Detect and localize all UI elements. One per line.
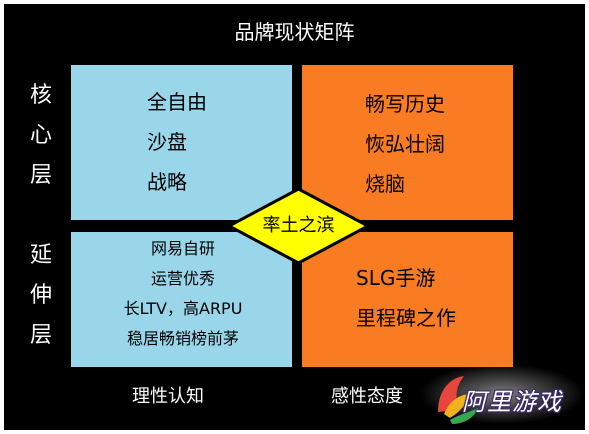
core-layer-label: 核 心 层 xyxy=(21,76,61,196)
top-left-line-3: 战略 xyxy=(147,170,187,194)
bottom-label-rational: 理性认知 xyxy=(132,386,204,407)
bottom-right-texts: SLG手游 里程碑之作 xyxy=(356,258,456,338)
bottom-left-line-1: 网易自研 xyxy=(150,239,215,258)
matrix-frame: 品牌现状矩阵 核 心 层 延 伸 层 全自由 沙盘 战略 畅写历史 恢弘壮阔 烧… xyxy=(4,4,585,430)
bottom-left-line-4: 稳居畅销榜前茅 xyxy=(126,329,239,348)
top-right-line-2: 恢弘壮阔 xyxy=(365,132,445,156)
extended-char-2: 伸 xyxy=(29,283,52,308)
bottom-left-texts: 网易自研 运营优秀 长LTV，高ARPU 稳居畅销榜前茅 xyxy=(108,234,258,354)
top-right-line-1: 畅写历史 xyxy=(365,92,445,116)
center-label: 率土之滨 xyxy=(262,215,335,236)
bottom-left-line-3: 长LTV，高ARPU xyxy=(123,299,243,318)
extended-char-1: 延 xyxy=(29,243,52,268)
top-right-line-3: 烧脑 xyxy=(365,172,405,196)
top-left-texts: 全自由 沙盘 战略 xyxy=(147,82,207,202)
watermark-text: 阿里游戏 xyxy=(462,388,562,416)
watermark-logo-icon xyxy=(420,364,584,424)
top-right-texts: 畅写历史 恢弘壮阔 烧脑 xyxy=(365,84,445,204)
center-diamond-shape xyxy=(227,187,370,265)
bottom-label-emotional: 感性态度 xyxy=(331,386,403,407)
top-left-line-2: 沙盘 xyxy=(147,130,187,154)
bottom-left-line-2: 运营优秀 xyxy=(150,269,215,288)
core-char-2: 心 xyxy=(29,123,52,148)
quadrant-bottom-right xyxy=(302,232,513,367)
bottom-right-line-1: SLG手游 xyxy=(356,266,436,290)
core-char-1: 核 xyxy=(29,83,52,108)
core-char-3: 层 xyxy=(29,163,52,188)
quadrant-top-left xyxy=(71,65,292,220)
quadrant-top-right xyxy=(302,65,513,220)
top-left-line-1: 全自由 xyxy=(147,90,207,114)
extended-char-3: 层 xyxy=(29,323,52,348)
page-title: 品牌现状矩阵 xyxy=(234,20,355,44)
quadrant-bottom-left xyxy=(71,232,292,367)
bottom-right-line-2: 里程碑之作 xyxy=(356,306,456,330)
extended-layer-label: 延 伸 层 xyxy=(21,236,61,356)
